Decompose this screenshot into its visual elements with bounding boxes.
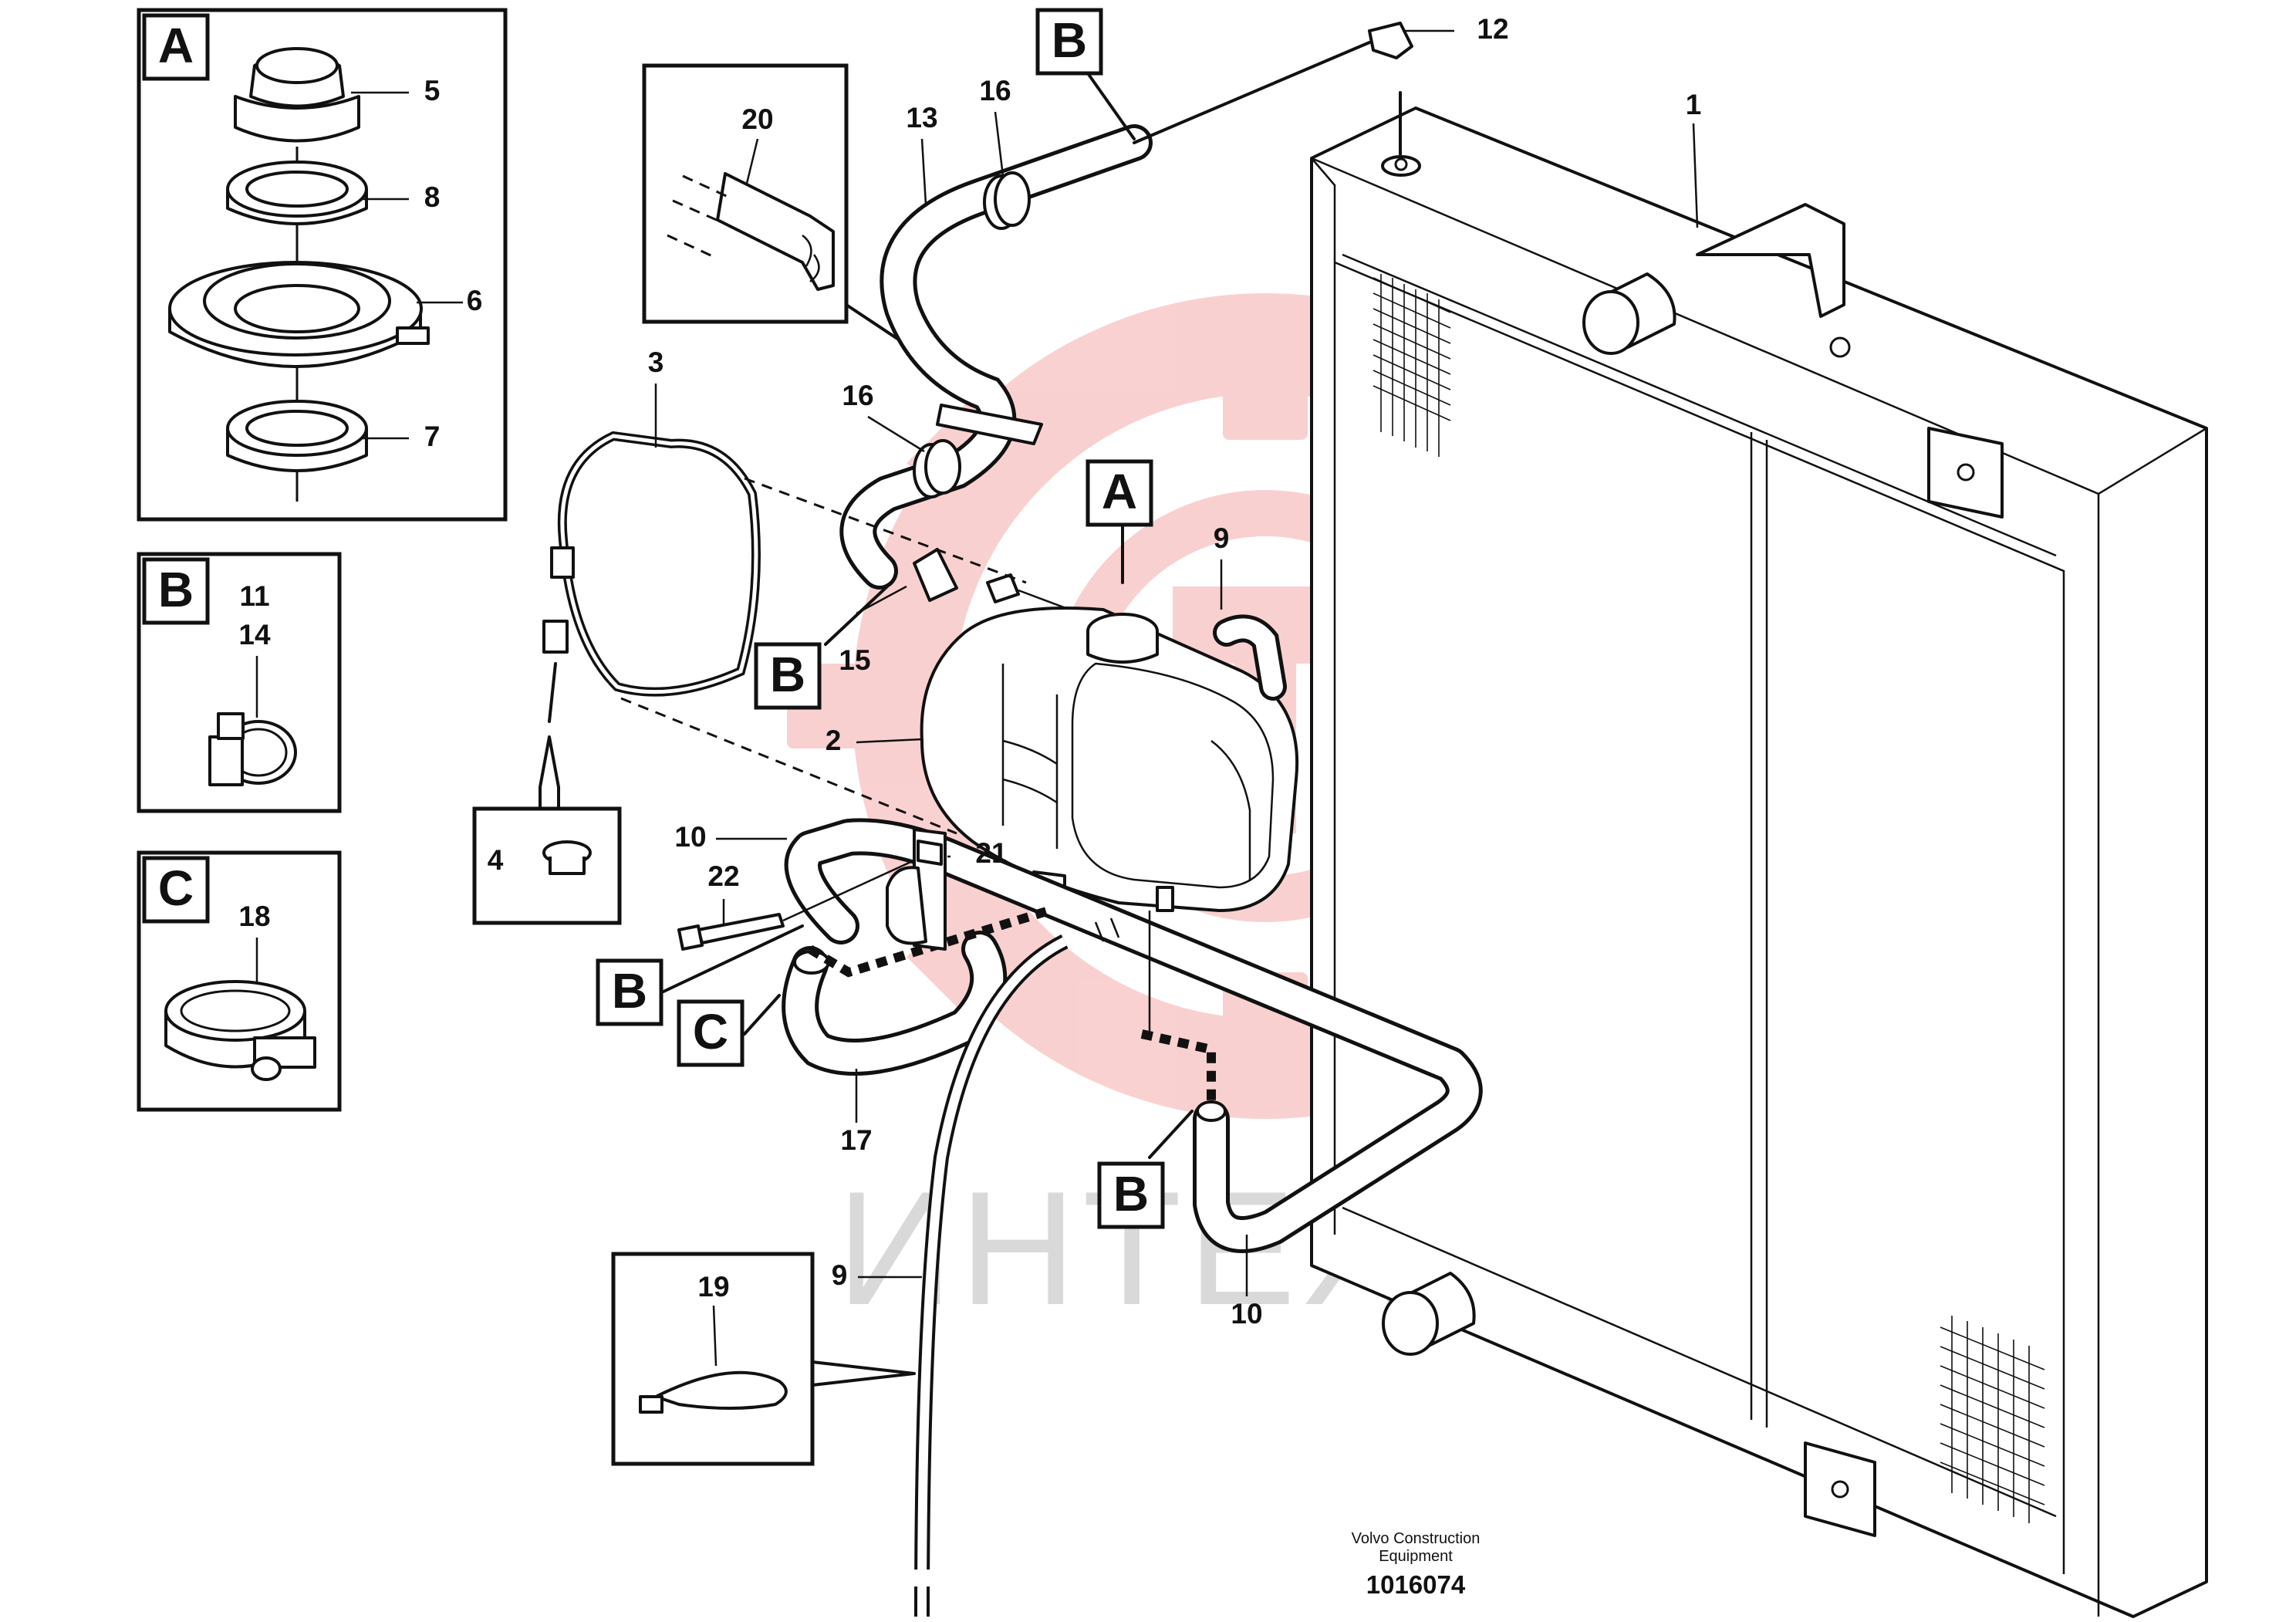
detail-box-edge-trim: 20: [642, 63, 947, 372]
hose-13: [839, 124, 1153, 590]
label-19: 19: [697, 1271, 729, 1303]
label-16-top: 16: [979, 75, 1011, 106]
bolt-22: [677, 859, 915, 951]
mounting-plate-bottom: [1804, 1441, 1876, 1537]
seal-ring-icon: [226, 400, 368, 472]
label-6: 6: [467, 285, 483, 316]
hose-stub-15: [913, 548, 1081, 615]
detail-box-a: A 5 8 6: [137, 8, 508, 522]
footer: Volvo Construction Equipment 1016074: [1352, 1530, 1481, 1599]
label-14: 14: [238, 619, 271, 650]
box-a-letter: A: [158, 18, 194, 73]
detail-box-cable-tie: 19: [611, 1252, 916, 1466]
svg-text:B: B: [1113, 1166, 1149, 1222]
label-8: 8: [424, 181, 441, 213]
clamp-band-3: [542, 431, 1027, 835]
label-9-top: 9: [1214, 522, 1230, 554]
gasket-icon: [226, 161, 368, 225]
clamp-16-mid: [913, 439, 961, 498]
company-line-1: Volvo Construction: [1352, 1530, 1481, 1547]
detail-box-c: C 18: [137, 850, 342, 1112]
hose-10-routing: [1140, 1029, 1216, 1103]
label-7: 7: [424, 421, 441, 452]
detail-box-b: B 11 14: [137, 552, 342, 813]
label-4: 4: [488, 844, 504, 876]
detail-box-nut: 4: [472, 735, 622, 925]
label-21: 21: [975, 837, 1007, 869]
label-10-bottom: 10: [1231, 1298, 1262, 1330]
bracket-21: [886, 828, 947, 951]
label-10-left: 10: [674, 821, 706, 853]
radiator-pipe-bottom: [1382, 1272, 1476, 1356]
svg-text:A: A: [1102, 464, 1137, 519]
hose-clamp-icon: [164, 980, 316, 1081]
hose-17-routing: [807, 906, 1051, 978]
hose-10: [785, 818, 1483, 1253]
callout-a-tank: A: [1086, 459, 1153, 584]
label-1: 1: [1686, 89, 1702, 120]
callout-b-top: B: [1035, 8, 1136, 140]
label-22: 22: [707, 860, 739, 892]
hose-clip-icon: [208, 712, 297, 786]
drawing-number: 1016074: [1366, 1570, 1466, 1599]
callout-b-stub: B: [754, 585, 889, 710]
label-3: 3: [648, 346, 664, 378]
box-b-letter: B: [158, 562, 194, 617]
label-11: 11: [239, 580, 269, 612]
svg-text:C: C: [693, 1004, 728, 1059]
filler-cap-icon: [234, 47, 360, 143]
label-16-mid: 16: [842, 380, 873, 411]
label-13: 13: [906, 102, 937, 133]
label-12: 12: [1477, 13, 1508, 45]
label-2: 2: [826, 725, 842, 756]
label-5: 5: [424, 75, 441, 106]
radiator-pipe-top: [1582, 272, 1676, 355]
radiator-core-hatch-top: [1373, 274, 1451, 457]
callout-c-hose: C: [677, 994, 781, 1067]
clamp-16-top: [983, 171, 1031, 230]
label-17: 17: [840, 1124, 872, 1156]
mounting-plate-top: [1927, 427, 2004, 519]
svg-text:B: B: [1052, 12, 1087, 68]
box-c-letter: C: [158, 860, 194, 916]
part-labels: 1 2 3 9 9 10 10 12 13 15 16 16 17 21 22: [648, 13, 1702, 1330]
hose-9: [910, 934, 1069, 1617]
filler-neck-icon: [168, 261, 430, 368]
radiator-core-hatch-bottom: [1940, 1316, 2045, 1523]
svg-text:B: B: [612, 963, 647, 1019]
radiator: [1310, 106, 2208, 1618]
label-18: 18: [238, 901, 270, 932]
callout-b-bolt: B: [596, 924, 804, 1026]
hose-9-top: [1213, 614, 1287, 701]
label-15: 15: [839, 644, 870, 676]
label-9-bottom: 9: [832, 1259, 848, 1291]
vent-line-12: [1133, 22, 1413, 156]
callout-b-hose10: B: [1097, 1110, 1194, 1229]
edge-trim-icon: [716, 172, 835, 291]
label-20: 20: [741, 103, 773, 135]
company-line-2: Equipment: [1379, 1548, 1453, 1565]
nut-icon: [542, 840, 592, 875]
svg-text:B: B: [770, 647, 805, 702]
expansion-tank: [920, 607, 1299, 912]
cable-tie-icon: [639, 1370, 788, 1414]
